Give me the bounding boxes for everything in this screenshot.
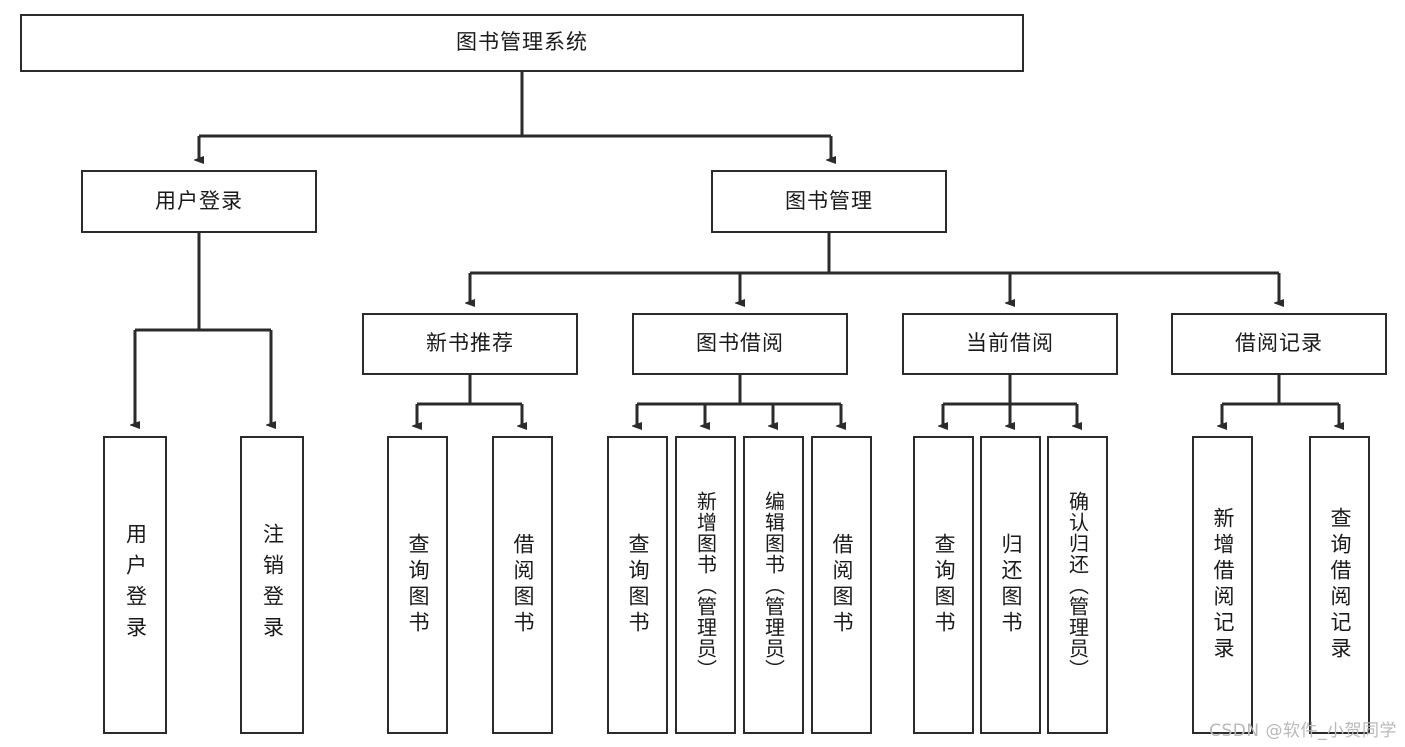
node-user-login-label: 用户登录 — [155, 188, 243, 213]
node-leaf-logout-login-label: 注销登录 — [260, 523, 285, 647]
node-leaf-add-record-label: 新增借阅记录 — [1211, 507, 1235, 663]
node-book-management[interactable]: 图书管理 — [711, 170, 947, 233]
node-leaf-confirm-return[interactable]: 确认归还（管理员） — [1047, 436, 1108, 734]
node-leaf-user-login[interactable]: 用户登录 — [103, 436, 167, 734]
node-leaf-add-record[interactable]: 新增借阅记录 — [1192, 436, 1253, 734]
node-leaf-query-book-2-label: 查询图书 — [626, 533, 650, 637]
node-root-label: 图书管理系统 — [456, 30, 588, 55]
node-book-borrow-label: 图书借阅 — [696, 331, 784, 356]
node-borrow-record-label: 借阅记录 — [1235, 331, 1323, 356]
node-leaf-borrow-book-1-label: 借阅图书 — [511, 533, 535, 637]
node-leaf-query-book-1[interactable]: 查询图书 — [387, 436, 448, 734]
node-borrow-record[interactable]: 借阅记录 — [1171, 313, 1387, 375]
node-leaf-return-book[interactable]: 归还图书 — [980, 436, 1041, 734]
node-leaf-query-book-2[interactable]: 查询图书 — [607, 436, 668, 734]
node-leaf-query-book-1-label: 查询图书 — [406, 533, 430, 637]
node-current-borrow[interactable]: 当前借阅 — [902, 313, 1118, 375]
node-leaf-borrow-book-1[interactable]: 借阅图书 — [492, 436, 553, 734]
node-leaf-query-book-3-label: 查询图书 — [932, 533, 956, 637]
node-leaf-edit-book[interactable]: 编辑图书（管理员） — [743, 436, 804, 734]
node-leaf-confirm-return-label: 确认归还（管理员） — [1065, 490, 1090, 680]
node-new-book-recommend[interactable]: 新书推荐 — [362, 313, 578, 375]
node-leaf-borrow-book-2-label: 借阅图书 — [830, 533, 854, 637]
node-user-login[interactable]: 用户登录 — [81, 170, 317, 233]
node-leaf-borrow-book-2[interactable]: 借阅图书 — [811, 436, 872, 734]
node-leaf-user-login-label: 用户登录 — [123, 523, 148, 647]
node-leaf-add-book-label: 新增图书（管理员） — [693, 490, 718, 680]
node-leaf-edit-book-label: 编辑图书（管理员） — [761, 490, 786, 680]
node-new-book-recommend-label: 新书推荐 — [426, 331, 514, 356]
node-current-borrow-label: 当前借阅 — [966, 331, 1054, 356]
watermark-text: CSDN @软件_小贺同学 — [1209, 721, 1397, 741]
node-book-management-label: 图书管理 — [785, 188, 873, 213]
node-leaf-add-book[interactable]: 新增图书（管理员） — [675, 436, 736, 734]
node-leaf-query-book-3[interactable]: 查询图书 — [913, 436, 974, 734]
node-book-borrow[interactable]: 图书借阅 — [632, 313, 848, 375]
node-leaf-logout-login[interactable]: 注销登录 — [240, 436, 304, 734]
node-leaf-return-book-label: 归还图书 — [999, 533, 1023, 637]
node-root[interactable]: 图书管理系统 — [20, 14, 1024, 72]
node-leaf-query-record[interactable]: 查询借阅记录 — [1309, 436, 1370, 734]
node-leaf-query-record-label: 查询借阅记录 — [1328, 507, 1352, 663]
